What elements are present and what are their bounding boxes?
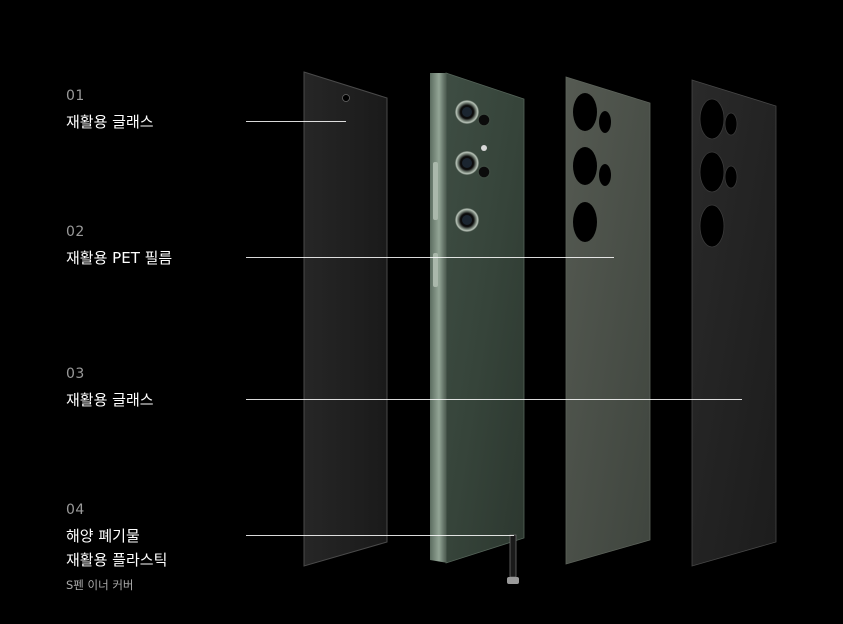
layer-number: 02 [66, 224, 85, 240]
leader-line-02 [246, 257, 614, 258]
leader-line-01 [246, 121, 346, 122]
s-pen [509, 534, 517, 578]
layer-title: 재활용 글래스 [66, 113, 154, 131]
layer-subtitle: S펜 이너 커버 [66, 578, 134, 592]
layer-label-02: 02 재활용 PET 필름 [66, 223, 172, 269]
front-glass-panel [303, 71, 388, 567]
layer-title: 해양 폐기물 [66, 527, 140, 545]
layer-number: 01 [66, 88, 85, 104]
volume-button [433, 162, 438, 220]
layer-label-01: 01 재활용 글래스 [66, 87, 154, 133]
back-glass-panel [691, 79, 777, 567]
leader-line-04 [246, 535, 514, 536]
layer-title: 재활용 글래스 [66, 391, 154, 409]
leader-line-03 [246, 399, 742, 400]
flash [481, 145, 487, 151]
power-button [433, 253, 438, 287]
layer-label-03: 03 재활용 글래스 [66, 365, 154, 411]
front-camera-hole [342, 94, 350, 102]
layer-title-line2: 재활용 플라스틱 [66, 551, 168, 569]
phone-body [430, 72, 525, 584]
pet-film-panel [565, 76, 651, 565]
layer-label-04: 04 해양 폐기물 재활용 플라스틱 S펜 이너 커버 [66, 501, 167, 593]
layer-number: 03 [66, 366, 85, 382]
layer-title: 재활용 PET 필름 [66, 249, 173, 267]
layer-number: 04 [66, 502, 85, 518]
